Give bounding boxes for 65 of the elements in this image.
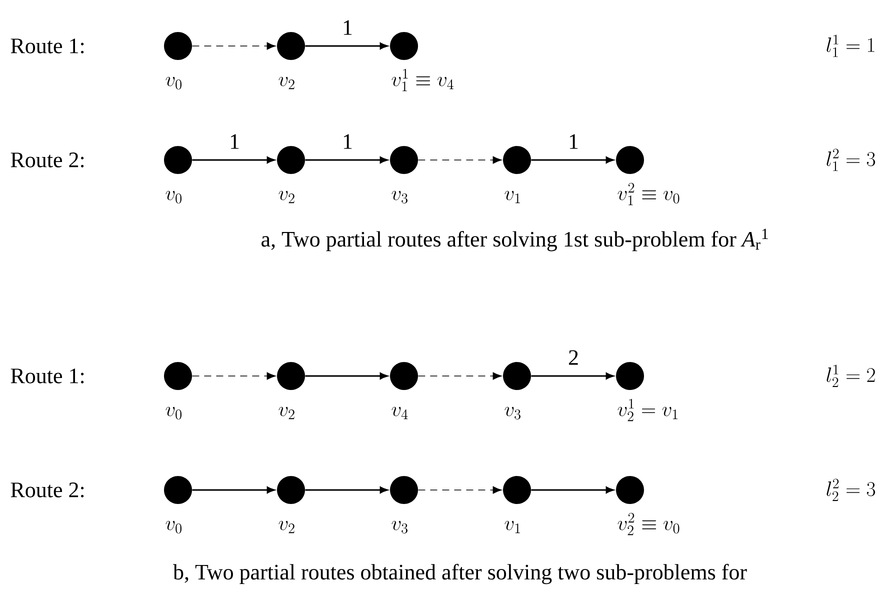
node-label: $v_1$ [504, 190, 520, 204]
route-label: Route 1: [10, 38, 84, 54]
arrow [531, 486, 614, 494]
arrow [531, 372, 614, 380]
node-circle [616, 362, 644, 390]
edge-label: 2 [567, 349, 580, 366]
node-label: $v_1^2 \equiv v_0$ [618, 182, 680, 206]
node-label: $v_2$ [278, 190, 294, 204]
arrow [192, 156, 275, 164]
node-label: $v_0$ [166, 190, 182, 204]
node-label: $v_0$ [166, 406, 182, 420]
node-circle [277, 32, 305, 60]
arrow [305, 42, 388, 50]
node-label: $v_0$ [166, 520, 182, 534]
arrow [192, 42, 276, 50]
node-circle [616, 146, 644, 174]
arrow [305, 372, 388, 380]
route-length: $l_2^1 = 2$ [826, 364, 875, 387]
node-circle [616, 476, 644, 504]
caption: b, Two partial routes obtained after solving two sub-problems for [173, 564, 747, 584]
node-circle [164, 32, 192, 60]
node-circle [503, 476, 531, 504]
node-label: $v_3$ [392, 190, 408, 204]
arrow [418, 486, 502, 494]
arrow [531, 156, 614, 164]
node-label: $v_2$ [278, 520, 294, 534]
route-label: Route 1: [10, 368, 84, 384]
edge-label: 1 [341, 19, 354, 36]
route-label: Route 2: [10, 482, 84, 498]
node-label: $v_2$ [278, 76, 294, 90]
node-circle [390, 362, 418, 390]
node-circle [277, 476, 305, 504]
node-circle [390, 32, 418, 60]
node-label: $v_4$ [392, 406, 408, 420]
node-circle [277, 362, 305, 390]
node-circle [164, 476, 192, 504]
edge-label: 1 [341, 133, 354, 150]
edge-label: 1 [228, 133, 241, 150]
node-circle [503, 362, 531, 390]
node-label: $v_3$ [392, 520, 408, 534]
node-circle [503, 146, 531, 174]
node-circle [164, 146, 192, 174]
route-length: $l_2^2 = 3$ [826, 478, 876, 501]
node-label: $v_2$ [278, 406, 294, 420]
arrow [418, 372, 502, 380]
node-label: $v_3$ [504, 406, 520, 420]
node-label: $v_2^1 = v_1$ [618, 398, 678, 422]
node-circle [390, 476, 418, 504]
caption: a, Two partial routes after solving 1st sub-problem for A$_{r}$1 [262, 228, 768, 252]
arrow [305, 486, 388, 494]
node-circle [390, 146, 418, 174]
arrow [192, 486, 275, 494]
node-label: $v_1^1 \equiv v_4$ [392, 68, 454, 92]
node-circle [277, 146, 305, 174]
route-length: $l_1^1 = 1$ [826, 34, 874, 57]
arrow [192, 372, 276, 380]
node-label: $v_0$ [166, 76, 182, 90]
node-label: $v_1$ [504, 520, 520, 534]
node-label: $v_2^2 \equiv v_0$ [618, 512, 680, 536]
arrow [418, 156, 502, 164]
node-circle [164, 362, 192, 390]
edge-label: 1 [567, 133, 580, 150]
route-length: $l_1^2 = 3$ [826, 148, 876, 171]
route-label: Route 2: [10, 152, 84, 168]
arrow [305, 156, 388, 164]
